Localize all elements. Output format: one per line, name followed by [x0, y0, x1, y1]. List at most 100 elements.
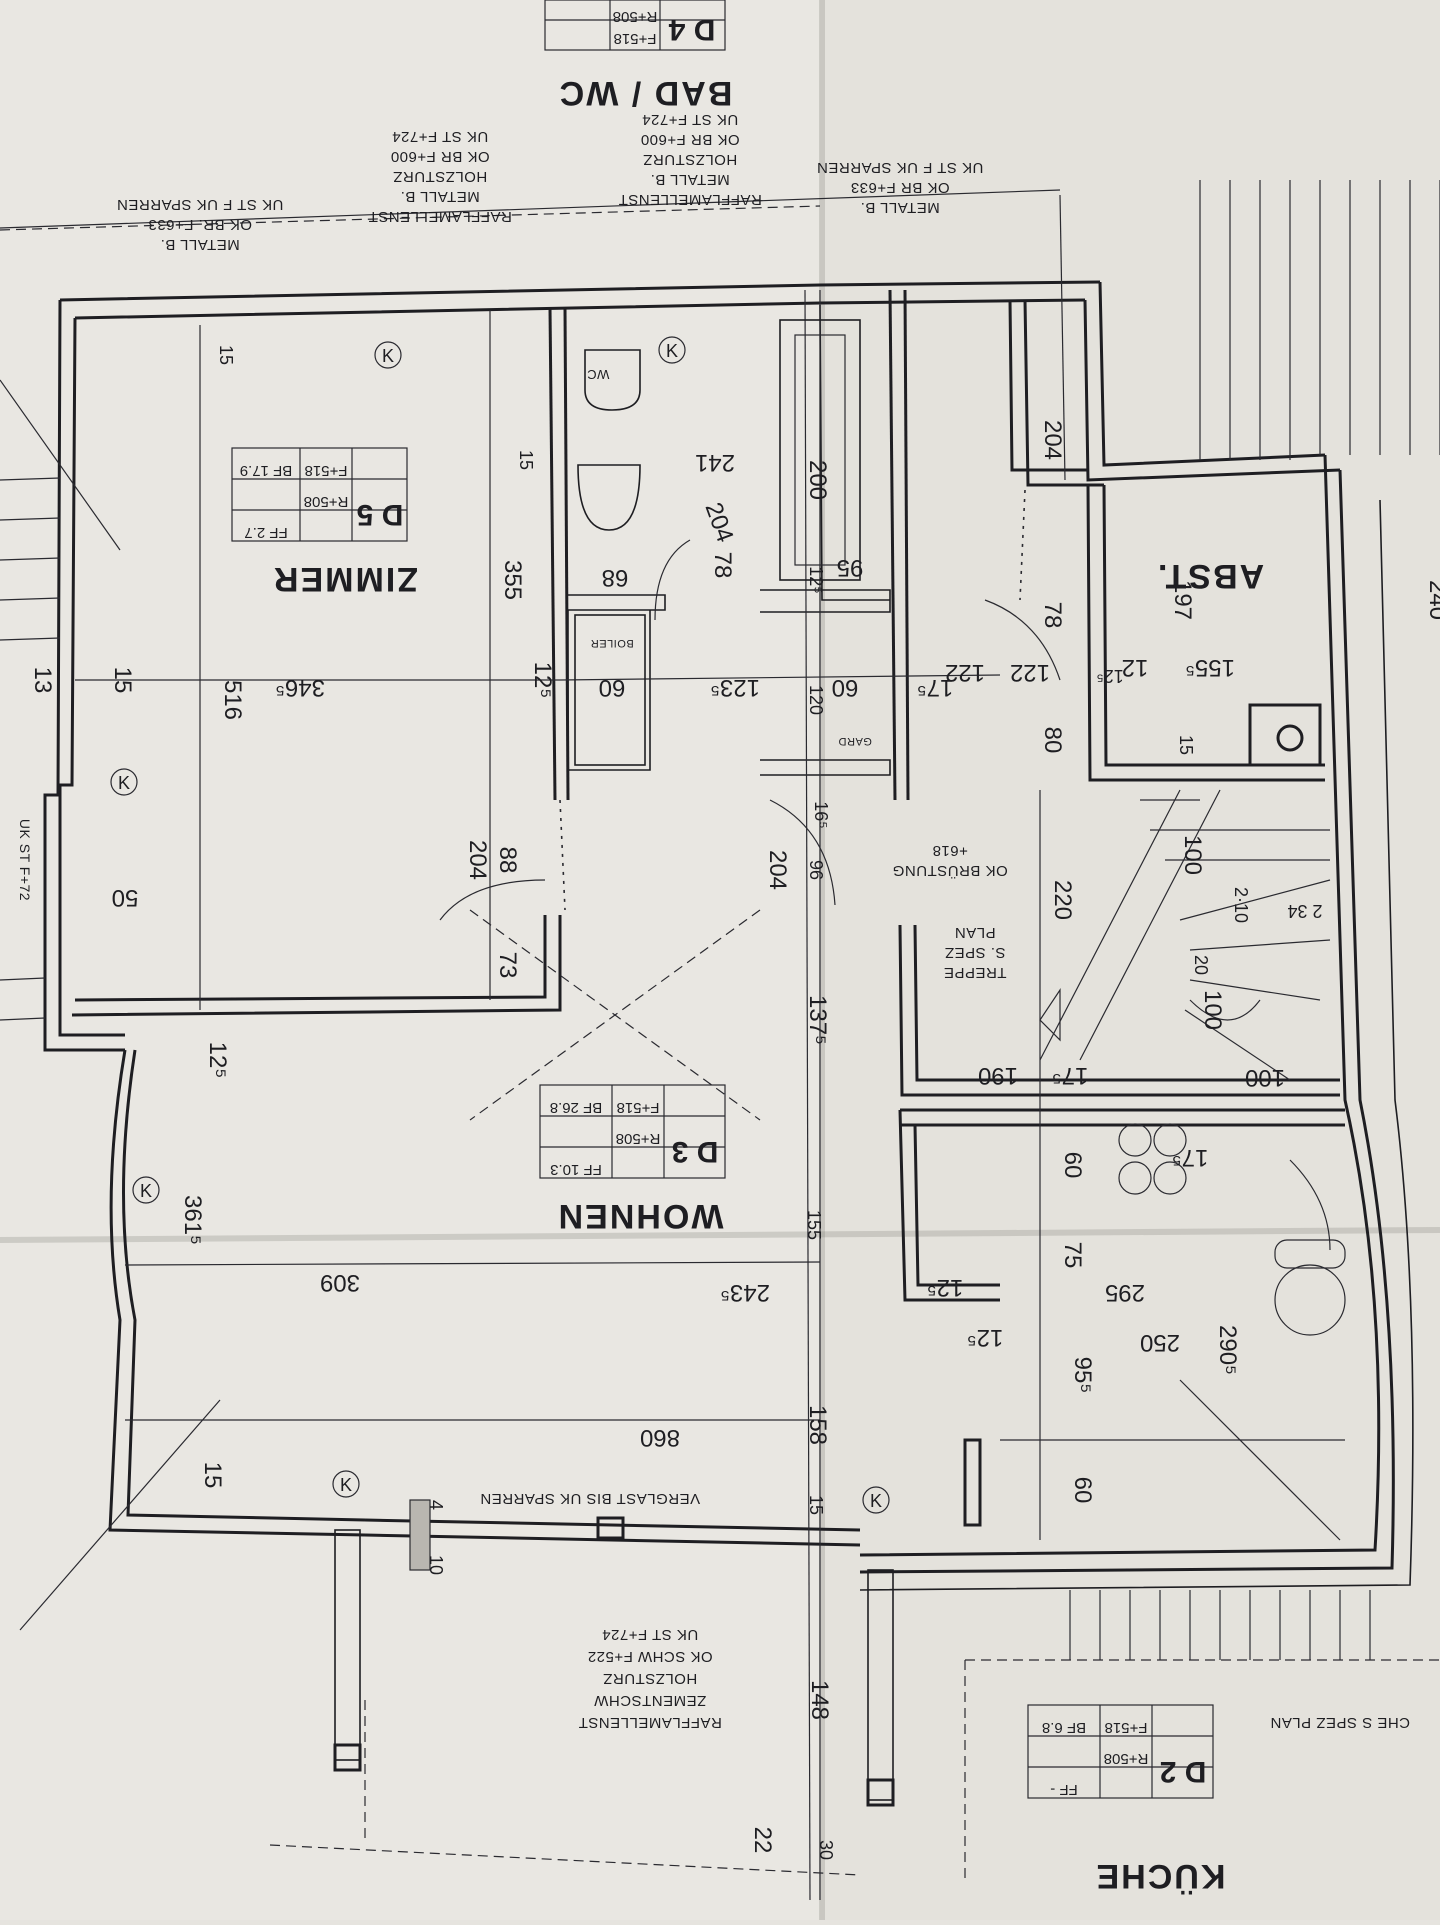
svg-text:204: 204 [764, 850, 791, 890]
svg-text:13: 13 [29, 667, 56, 694]
svg-text:60: 60 [599, 674, 626, 701]
svg-text:200: 200 [804, 460, 831, 500]
svg-text:148: 148 [806, 1680, 833, 1720]
room-code-bad: D 4 [668, 13, 715, 46]
svg-text:355: 355 [499, 560, 526, 600]
k-marker [658, 336, 686, 364]
note-boiler: BOILER [590, 637, 633, 649]
svg-text:FF 10.3: FF 10.3 [550, 1161, 602, 1178]
svg-text:2·10: 2·10 [1231, 887, 1251, 923]
sliding-door [1019, 489, 1026, 601]
svg-text:240: 240 [1424, 580, 1440, 620]
svg-text:2 34: 2 34 [1287, 901, 1322, 921]
svg-text:243⁵: 243⁵ [720, 1279, 770, 1306]
svg-text:F+518: F+518 [617, 1099, 660, 1116]
k-markers: K K K K K K [110, 336, 890, 1514]
svg-text:HOLZSTURZ: HOLZSTURZ [603, 1670, 698, 1687]
stove-burner-icon [1118, 1123, 1152, 1157]
svg-text:68: 68 [602, 564, 629, 591]
svg-text:30: 30 [816, 1840, 836, 1860]
svg-text:BF 6.8: BF 6.8 [1042, 1719, 1086, 1736]
dimension-lines [0, 180, 1440, 1901]
wall-section-hatch [409, 1499, 431, 1571]
svg-text:17⁵: 17⁵ [917, 674, 954, 701]
svg-text:60: 60 [1069, 1477, 1096, 1504]
svg-text:15: 15 [1176, 735, 1196, 755]
svg-text:12⁵: 12⁵ [927, 1274, 964, 1301]
svg-text:METALL B.: METALL B. [650, 171, 730, 188]
k-marker-label: K [666, 341, 678, 361]
svg-text:S. SPEZ: S. SPEZ [944, 944, 1005, 961]
svg-text:12⁵: 12⁵ [967, 1324, 1004, 1351]
room-name-zimmer: ZIMMER [272, 560, 418, 598]
svg-text:120: 120 [806, 685, 826, 715]
washbasin-fixture [577, 464, 641, 531]
svg-text:R+508: R+508 [1104, 1750, 1149, 1767]
note-treppe: TREPPE [943, 964, 1006, 981]
room-kueche: KÜCHE D 2 F+518 R+508 BF 6.8 FF - [1027, 1704, 1225, 1895]
svg-text:BF 26.8: BF 26.8 [550, 1099, 603, 1116]
svg-text:220: 220 [1049, 880, 1076, 920]
note-kueche-spez: CHE S SPEZ PLAN [1270, 1714, 1410, 1731]
svg-text:190: 190 [978, 1062, 1018, 1089]
horizontal-fold-line [0, 1227, 1440, 1243]
svg-text:346⁵: 346⁵ [275, 674, 325, 701]
sliding-door [559, 799, 566, 911]
room-zimmer: ZIMMER D 5 F+518 R+508 BF 17.9 FF 2.7 [231, 447, 418, 598]
svg-text:12⁵: 12⁵ [1096, 666, 1123, 686]
svg-text:60: 60 [1059, 1152, 1086, 1179]
svg-text:295: 295 [1105, 1279, 1145, 1306]
svg-text:241: 241 [695, 449, 735, 476]
svg-text:UK ST F+724: UK ST F+724 [602, 1626, 699, 1643]
k-marker [110, 768, 138, 796]
svg-text:R+508: R+508 [616, 1130, 661, 1147]
room-code-wohnen: D 3 [672, 1135, 719, 1168]
svg-text:309: 309 [320, 1269, 360, 1296]
k-marker [374, 341, 402, 369]
note-line: OK BR. F+633 [148, 216, 252, 233]
paper-left-panel [0, 0, 820, 1920]
svg-text:860: 860 [640, 1424, 680, 1451]
svg-text:50: 50 [112, 884, 139, 911]
svg-text:12⁵: 12⁵ [204, 1042, 231, 1079]
svg-text:OK BR F+600: OK BR F+600 [390, 148, 489, 165]
svg-text:HOLZSTURZ: HOLZSTURZ [393, 168, 488, 185]
exterior-walls [43, 280, 1414, 1591]
svg-text:OK BR F+633: OK BR F+633 [850, 179, 949, 196]
bathtub-fixture [779, 319, 861, 581]
svg-text:122: 122 [945, 659, 985, 686]
staircase [1039, 789, 1331, 1081]
svg-text:60: 60 [832, 674, 859, 701]
svg-text:100: 100 [1245, 1064, 1285, 1091]
svg-text:155⁵: 155⁵ [1185, 654, 1235, 681]
svg-text:122: 122 [1010, 659, 1050, 686]
interior-walls [71, 289, 1345, 1807]
svg-text:12⁵: 12⁵ [529, 662, 556, 699]
svg-text:PLAN: PLAN [954, 924, 995, 941]
svg-text:15: 15 [199, 1462, 226, 1489]
note-wc: WC [587, 367, 610, 382]
svg-text:16⁵: 16⁵ [811, 801, 831, 828]
svg-text:12⁵: 12⁵ [806, 566, 826, 593]
svg-text:158: 158 [804, 1405, 831, 1445]
svg-text:OK BR F+600: OK BR F+600 [640, 131, 739, 148]
svg-text:22: 22 [749, 1827, 776, 1854]
note-line: UK ST F UK SPARREN [117, 196, 284, 213]
stove-burner-icon [1153, 1123, 1187, 1157]
k-marker [132, 1176, 160, 1204]
room-table-kueche [1027, 1704, 1214, 1799]
svg-text:+618: +618 [932, 842, 968, 859]
svg-text:RAFFLAMELLENST: RAFFLAMELLENST [618, 191, 762, 208]
svg-text:73: 73 [494, 952, 521, 979]
svg-text:OK SCHW F+522: OK SCHW F+522 [587, 1648, 712, 1665]
note-brustung: OK BRÜSTUNG [892, 862, 1008, 880]
svg-text:F+518: F+518 [614, 30, 657, 47]
svg-text:RAFFLAMELLENST: RAFFLAMELLENST [368, 208, 512, 225]
door-swing [984, 599, 1061, 681]
svg-text:R+508: R+508 [613, 8, 658, 25]
stove-burner-icon [1118, 1161, 1152, 1195]
svg-text:96: 96 [806, 860, 826, 880]
svg-text:155: 155 [804, 1210, 824, 1240]
svg-text:FF 2.7: FF 2.7 [244, 524, 287, 541]
